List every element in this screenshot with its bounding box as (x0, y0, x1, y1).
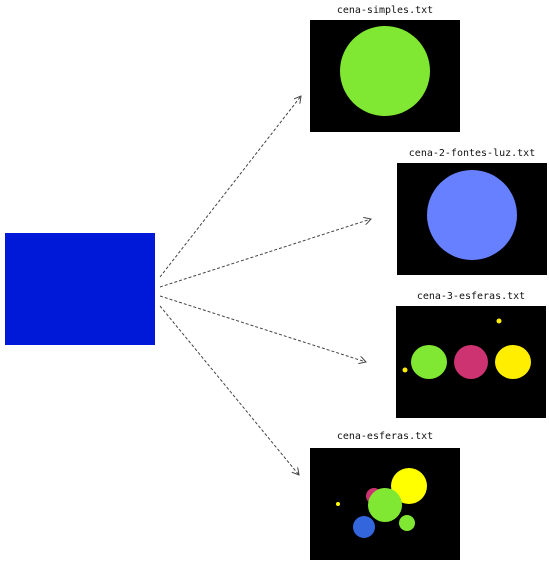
scene-3-sphere-yellow (495, 345, 531, 379)
scene-4-sphere-green-small (399, 515, 415, 531)
scene-4-render (310, 448, 460, 560)
scene-3-sphere-green (411, 345, 447, 379)
scene-4-light-dot (336, 502, 340, 506)
scene-1-sphere (340, 26, 430, 116)
scene-3-light-dot-left (402, 367, 408, 373)
scene-2-caption: cena-2-fontes-luz.txt (408, 148, 536, 159)
scene-2-sphere (427, 170, 517, 260)
scene-4-caption: cena-esferas.txt (336, 431, 434, 442)
scene-3-render (396, 306, 546, 418)
scene-4-sphere-green-large (368, 488, 402, 522)
scene-3-light-dot-top (496, 318, 502, 324)
arrow-to-scene-1 (159, 96, 301, 278)
scene-4-sphere-blue (353, 516, 375, 538)
source-scene-box (5, 233, 155, 345)
scene-1-caption: cena-simples.txt (336, 5, 434, 16)
scene-4-sphere-yellow-large (391, 468, 427, 504)
arrow-to-scene-2 (159, 219, 371, 288)
arrow-to-scene-3 (159, 295, 366, 362)
scene-1-render (310, 20, 460, 132)
scene-2-render (397, 163, 547, 275)
scene-3-sphere-magenta (454, 345, 488, 379)
scene-3-caption: cena-3-esferas.txt (416, 291, 526, 302)
arrow-to-scene-4 (159, 305, 299, 475)
